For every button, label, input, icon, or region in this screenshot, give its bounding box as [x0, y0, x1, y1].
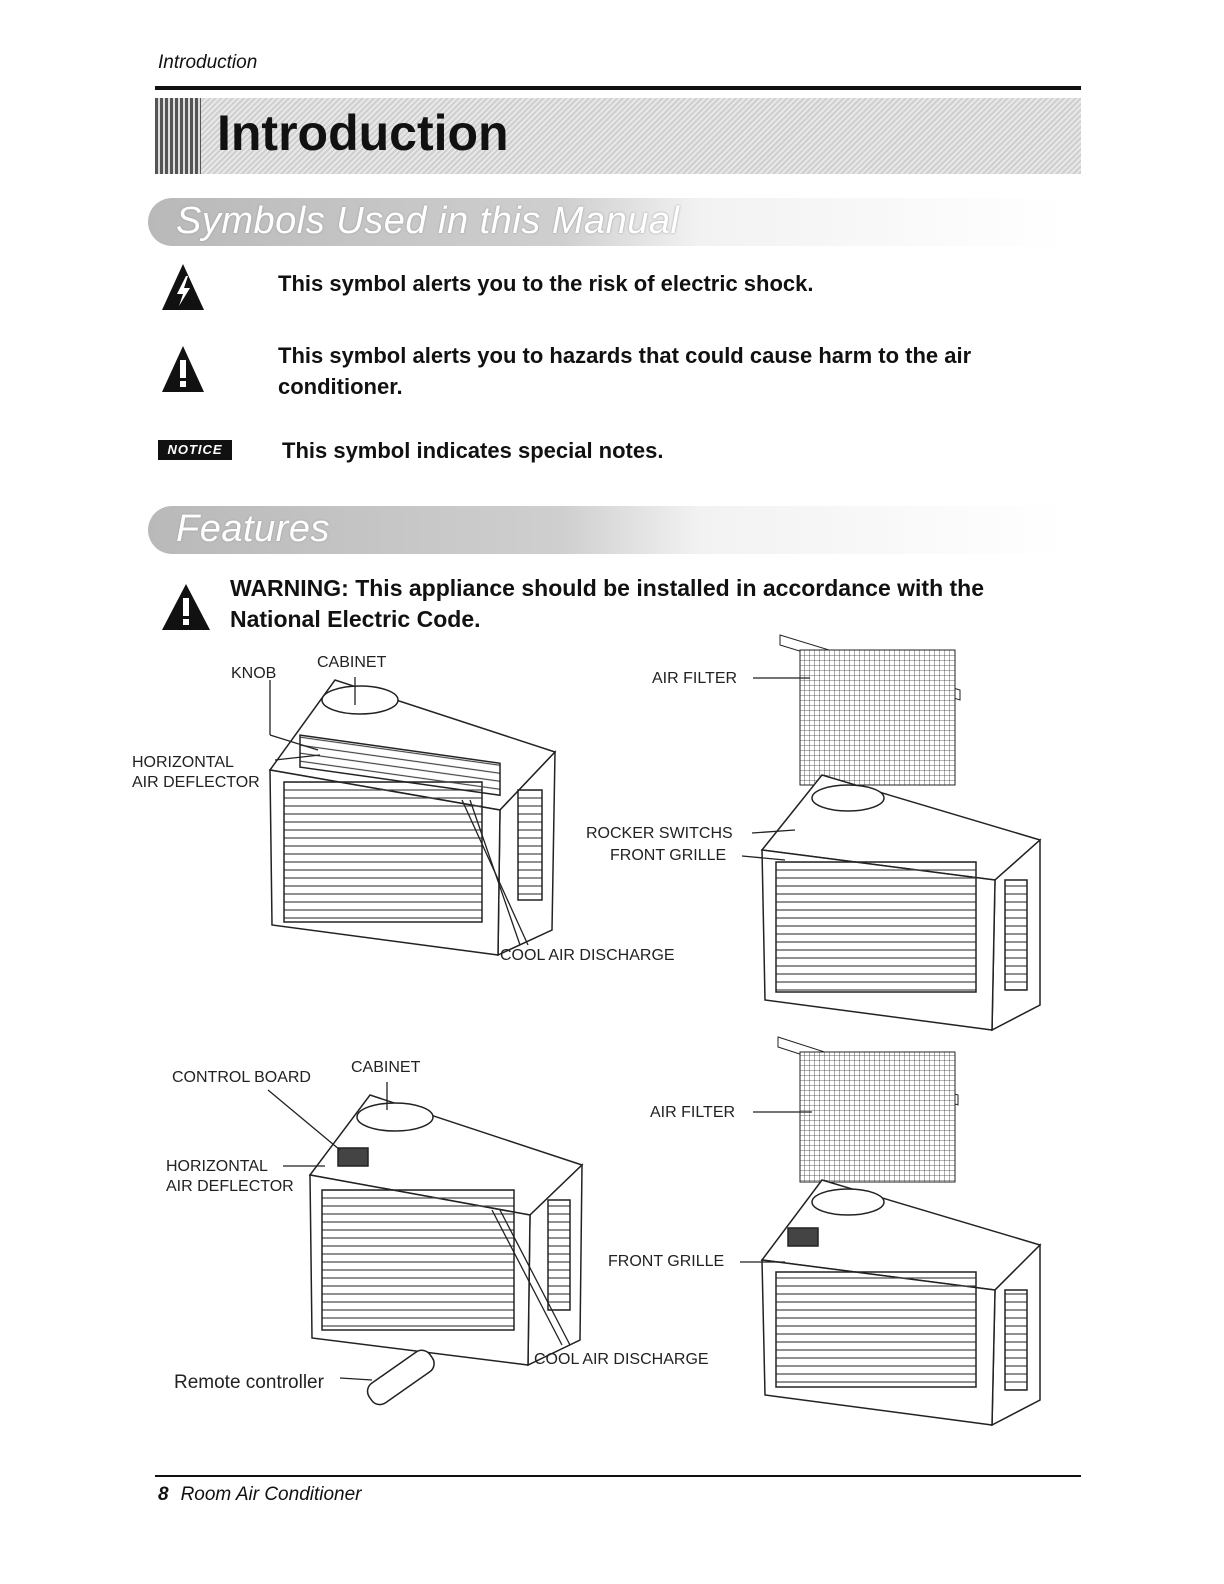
label-air-filter-bottom: AIR FILTER	[650, 1104, 736, 1121]
label-horizontal-top: HORIZONTAL	[132, 754, 234, 771]
air-conditioner-unit-2	[760, 774, 1042, 1032]
footer: 8 Room Air Conditioner	[158, 1484, 362, 1506]
label-cabinet-bottom: CABINET	[351, 1059, 421, 1076]
bottom-rule	[155, 1475, 1081, 1477]
label-control-board: CONTROL BOARD	[172, 1069, 311, 1086]
label-front-grille-bottom: FRONT GRILLE	[608, 1253, 725, 1270]
label-cool-air-discharge-bottom: COOL AIR DISCHARGE	[534, 1351, 709, 1368]
warning-text: WARNING: This appliance should be instal…	[230, 575, 985, 632]
section-band-features: Features	[148, 506, 1068, 554]
label-cabinet-top: CABINET	[317, 654, 387, 671]
title-band: Introduction	[155, 98, 1081, 174]
caution-icon	[162, 346, 204, 392]
label-front-grille-top: FRONT GRILLE	[610, 847, 727, 864]
notice-icon: NOTICE	[158, 440, 232, 460]
remote-controller-icon	[366, 1349, 435, 1406]
footer-title: Room Air Conditioner	[180, 1484, 362, 1505]
page-number: 8	[158, 1484, 169, 1505]
section-heading-symbols: Symbols Used in this Manual	[176, 200, 680, 242]
label-horizontal-bottom: HORIZONTAL	[166, 1158, 268, 1175]
air-conditioner-unit-3	[308, 1094, 584, 1367]
air-filter-2	[777, 1036, 959, 1183]
title-stripes	[155, 98, 201, 174]
air-conditioner-unit-4	[760, 1179, 1042, 1427]
label-remote-controller: Remote controller	[174, 1372, 324, 1393]
warning-icon	[162, 584, 210, 630]
label-air-deflector-bottom: AIR DEFLECTOR	[166, 1178, 294, 1195]
page-title: Introduction	[217, 105, 509, 161]
leader-lines	[267, 677, 812, 1381]
label-air-deflector-top: AIR DEFLECTOR	[132, 774, 260, 791]
air-filter-1	[779, 634, 961, 786]
electric-shock-warning-icon	[162, 264, 204, 310]
running-header: Introduction	[158, 52, 258, 73]
top-rule	[155, 86, 1081, 90]
label-cool-air-discharge-top: COOL AIR DISCHARGE	[500, 947, 675, 964]
label-rocker-switchs: ROCKER SWITCHS	[586, 825, 733, 842]
section-band-symbols: Symbols Used in this Manual	[148, 198, 1068, 246]
air-conditioner-unit-1	[268, 679, 557, 957]
label-knob: KNOB	[231, 665, 277, 682]
symbol-text-notice: This symbol indicates special notes.	[282, 438, 664, 463]
section-heading-features: Features	[176, 508, 330, 550]
symbol-text-hazard: This symbol alerts you to hazards that c…	[278, 343, 972, 399]
label-air-filter-top: AIR FILTER	[652, 670, 738, 687]
symbol-text-shock: This symbol alerts you to the risk of el…	[278, 271, 814, 296]
